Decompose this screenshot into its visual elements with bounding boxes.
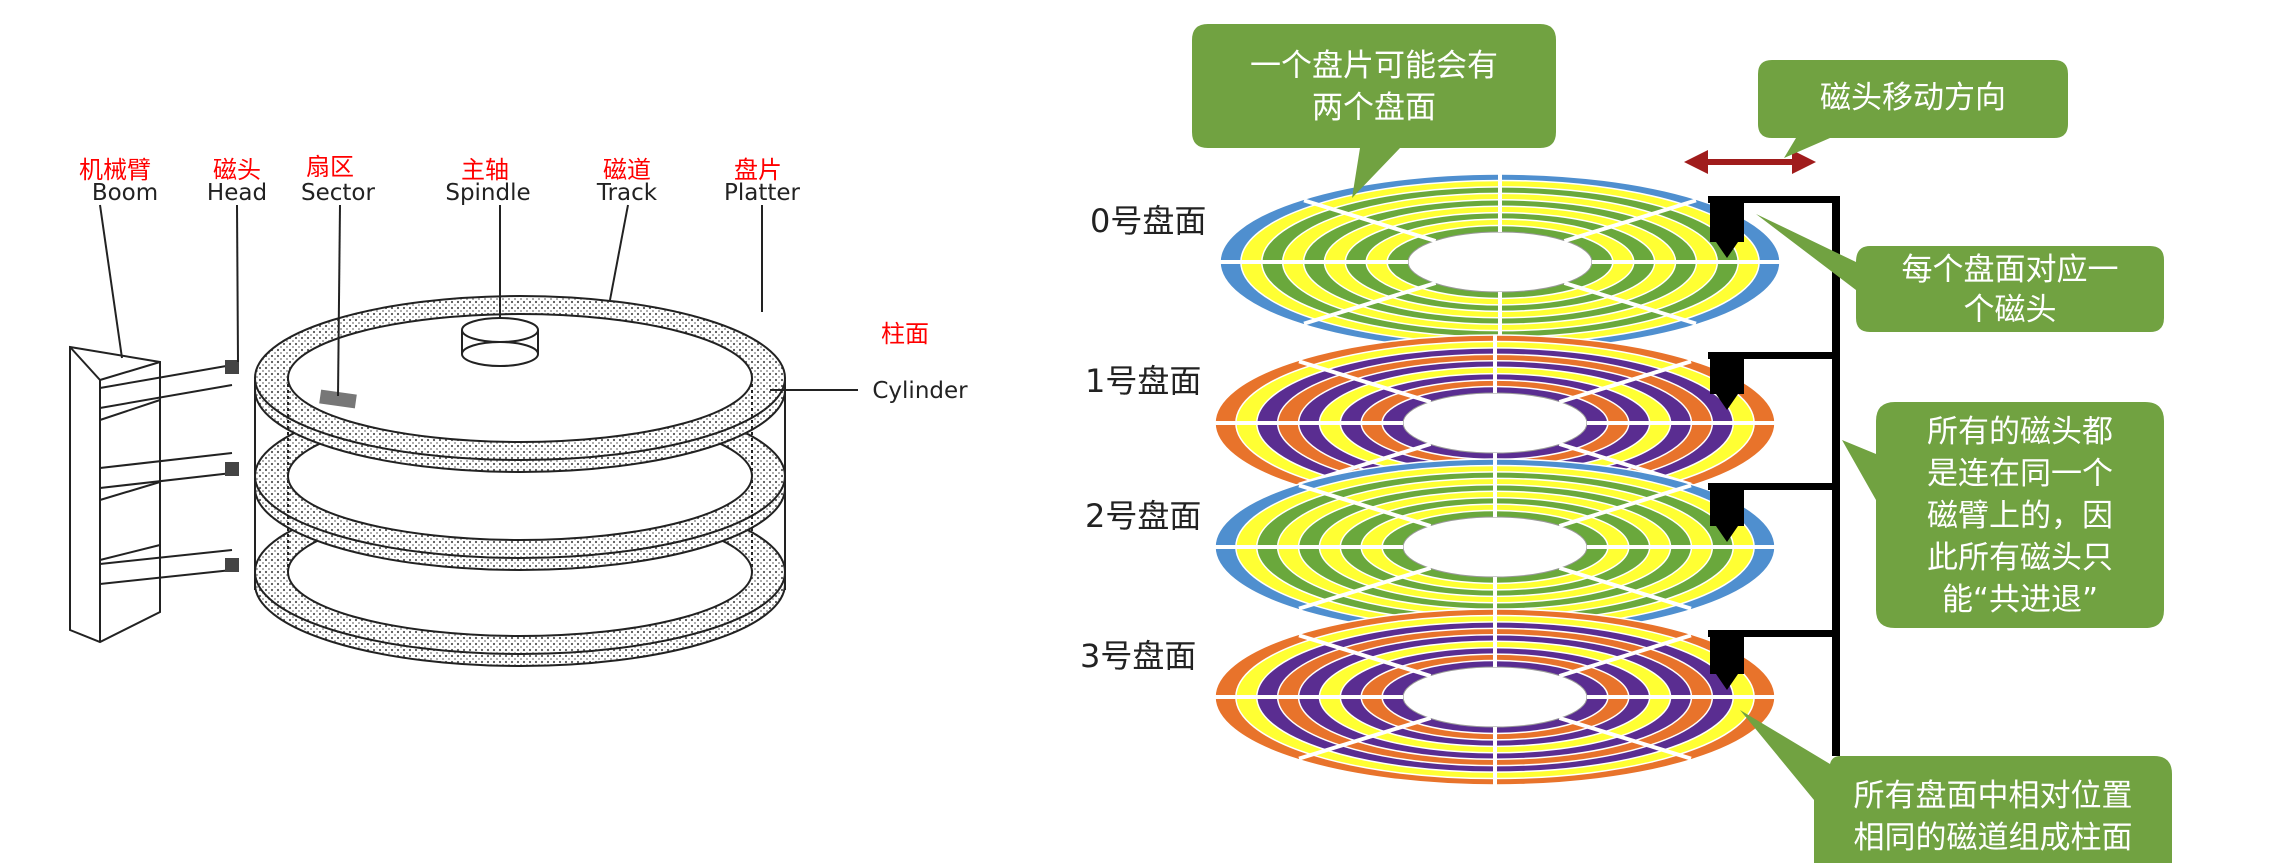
disc-surface-2 xyxy=(1214,458,1776,636)
sector-divider xyxy=(1303,198,1437,243)
head-3 xyxy=(1710,632,1744,690)
head-2 xyxy=(1710,484,1744,542)
surface-2-label: 2号盘面 xyxy=(1085,497,1201,535)
sector-divider xyxy=(1558,716,1692,761)
callout-same-arm-line-1: 所有的磁头都 xyxy=(1927,414,2113,450)
move-direction-arrow xyxy=(1684,150,1816,174)
cylinder-label-en: Cylinder xyxy=(872,378,968,404)
surface-3-label: 3号盘面 xyxy=(1080,637,1196,675)
spindle-label-en: Spindle xyxy=(445,180,530,206)
head-1 xyxy=(1710,352,1744,410)
callout-cylinder: 所有盘面中相对位置 相同的磁道组成柱面 xyxy=(1740,710,2172,863)
callout-same-arm-line-3: 磁臂上的，因 xyxy=(1927,498,2113,534)
head-arm xyxy=(1708,196,1840,756)
sector-divider xyxy=(1558,359,1692,404)
sector-divider xyxy=(1298,633,1432,678)
boom-label-en: Boom xyxy=(92,180,158,206)
callout-move-direction-line-1: 磁头移动方向 xyxy=(1820,80,2006,116)
callout-cylinder-line-1: 所有盘面中相对位置 xyxy=(1854,778,2133,814)
spindle xyxy=(461,317,539,367)
sector-label-cn: 扇区 xyxy=(306,153,354,181)
boom-body xyxy=(69,345,239,644)
callout-one-head-line-2: 个磁头 xyxy=(1964,292,2057,328)
platter-label-cn: 盘片 xyxy=(734,156,782,184)
sector-divider xyxy=(1298,359,1432,404)
track-label-en: Track xyxy=(596,180,658,206)
callout-same-arm-line-4: 此所有磁头只 xyxy=(1927,540,2113,576)
surface-1-label: 1号盘面 xyxy=(1085,362,1201,400)
disc-surface-3 xyxy=(1214,608,1776,786)
hdd-mechanical-drawing: 机械臂 Boom 磁头 Head 扇区 Sector 主轴 Spindle 磁道… xyxy=(69,153,968,667)
track-label-cn: 磁道 xyxy=(603,156,651,184)
callout-cylinder-line-2: 相同的磁道组成柱面 xyxy=(1854,820,2133,856)
disk-surfaces-illustration: 0号盘面 1号盘面 2号盘面 3号盘面 一个盘片可能会有 两个盘面 磁头移动方向… xyxy=(1080,24,2172,863)
disc-surface-1 xyxy=(1214,334,1776,512)
boom-label-cn: 机械臂 xyxy=(79,156,151,184)
sector-divider xyxy=(1558,633,1692,678)
sector-divider xyxy=(1298,483,1432,528)
callout-two-sides-line-1: 一个盘片可能会有 xyxy=(1250,48,1498,84)
sector-divider xyxy=(1298,566,1432,611)
head-label-cn: 磁头 xyxy=(213,156,261,184)
platter-label-en: Platter xyxy=(724,180,801,206)
disc-surface-0 xyxy=(1219,173,1781,351)
callout-same-arm-line-5: 能“共进退” xyxy=(1942,582,2098,618)
platter-top xyxy=(254,295,786,473)
head-label-en: Head xyxy=(207,180,267,206)
sector-divider xyxy=(1303,281,1437,326)
platter-stack xyxy=(254,295,786,667)
spindle-label-cn: 主轴 xyxy=(461,156,509,184)
callout-one-head-line-1: 每个盘面对应一 xyxy=(1902,252,2119,288)
callout-one-head: 每个盘面对应一 个磁头 xyxy=(1756,214,2164,332)
callout-same-arm-line-2: 是连在同一个 xyxy=(1927,456,2113,492)
sector-divider xyxy=(1563,198,1697,243)
callout-move-direction: 磁头移动方向 xyxy=(1758,60,2068,158)
surface-discs xyxy=(1214,173,1781,786)
sector-divider xyxy=(1558,483,1692,528)
callout-two-sides: 一个盘片可能会有 两个盘面 xyxy=(1192,24,1556,198)
sector-divider xyxy=(1298,716,1432,761)
sector-divider xyxy=(1563,281,1697,326)
surface-0-label: 0号盘面 xyxy=(1090,202,1206,240)
sector-label-en: Sector xyxy=(301,180,375,206)
head-0 xyxy=(1710,200,1744,258)
sector-divider xyxy=(1558,566,1692,611)
callout-same-arm: 所有的磁头都 是连在同一个 磁臂上的，因 此所有磁头只 能“共进退” xyxy=(1842,402,2164,628)
callout-two-sides-line-2: 两个盘面 xyxy=(1312,90,1436,126)
cylinder-label-cn: 柱面 xyxy=(881,320,929,348)
